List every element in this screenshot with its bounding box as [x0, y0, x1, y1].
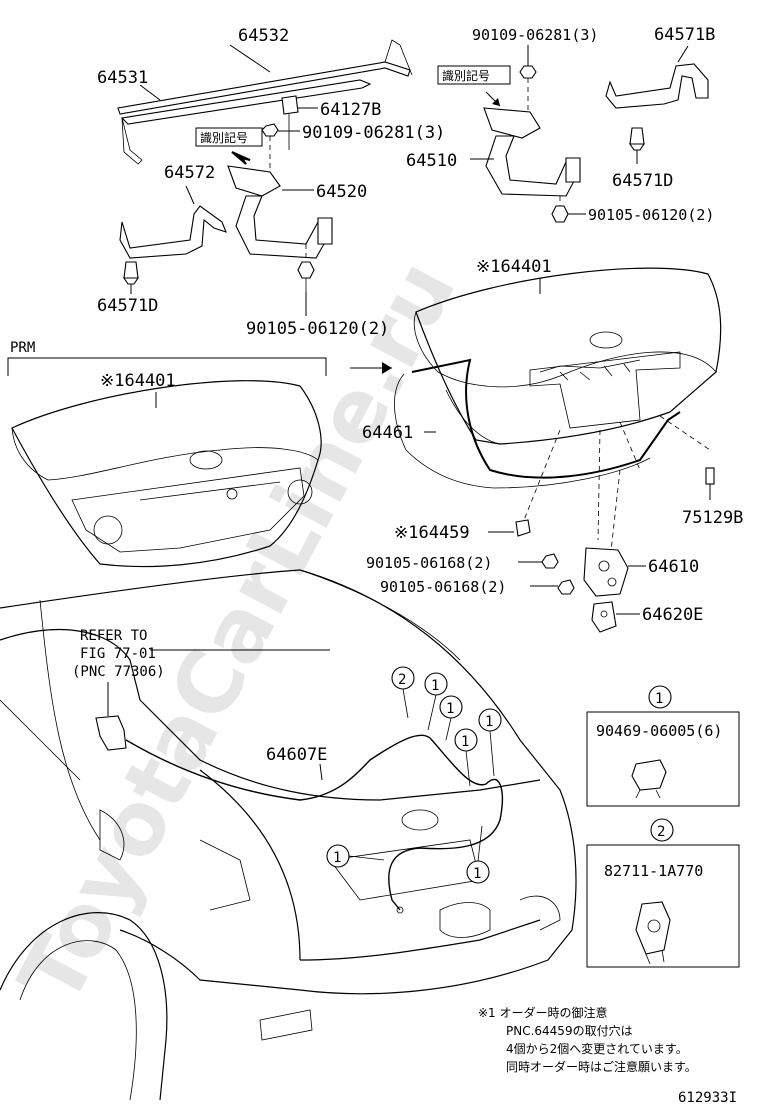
footnote-line1: ※1 オーダー時の御注意: [478, 1005, 608, 1020]
car-body: [0, 569, 577, 1101]
label-64510: 64510: [406, 151, 457, 171]
svg-text:1: 1: [431, 678, 439, 694]
label-64620E: 64620E: [642, 605, 703, 625]
clip-64571D-left: [122, 261, 140, 285]
callout-1-f: 1: [466, 825, 490, 884]
detail-part-1: 90469-06005(6): [596, 722, 722, 740]
callout-1-e: 1: [326, 844, 385, 868]
torsion-bar-64531: [120, 79, 372, 165]
label-prm: PRM: [10, 340, 35, 356]
weatherstrip-64572: [119, 205, 227, 259]
callout-1-a: 1: [424, 672, 448, 731]
clip-64127B: [281, 95, 299, 150]
bumper-164459: [515, 519, 531, 537]
trunk-lid-prm: [11, 380, 322, 568]
label-90105-right: 90105-06120(2): [588, 206, 714, 224]
label-64571D-left: 64571D: [97, 296, 158, 316]
svg-text:1: 1: [473, 866, 481, 882]
lock-64610: [583, 547, 629, 597]
figure-id: 612933I: [678, 1090, 737, 1106]
svg-text:2: 2: [398, 672, 406, 688]
detail-box-2: 82711-1A770: [586, 844, 740, 968]
id-mark-box-right: [437, 65, 511, 85]
label-64532: 64532: [238, 26, 289, 46]
label-64607E: 64607E: [266, 745, 327, 765]
footnote-line4: 同時オーダー時はご注意願います。: [506, 1059, 697, 1074]
label-164401-left: ※164401: [100, 371, 176, 391]
detail-callout-1: 1: [648, 685, 672, 709]
striker-64620E: [591, 601, 617, 633]
svg-text:2: 2: [657, 824, 665, 840]
footnote-line2: PNC.64459の取付穴は: [506, 1023, 633, 1038]
refer-line1: REFER TO: [80, 628, 147, 644]
label-64571B: 64571B: [654, 25, 715, 45]
hinge-64510: [483, 107, 581, 197]
refer-line2: FIG 77-01: [80, 646, 156, 662]
label-64461: 64461: [362, 423, 413, 443]
id-mark-right: 識別記号: [442, 68, 490, 83]
label-164401-right: ※164401: [476, 257, 552, 277]
bolt-90105-right: [551, 196, 569, 223]
watermark: ToyotaCarLine.ru: [0, 245, 475, 1020]
bolt-90105-06168-a: [541, 553, 559, 569]
detail-part-2: 82711-1A770: [604, 862, 703, 880]
svg-text:1: 1: [655, 691, 663, 707]
label-164459: ※164459: [394, 523, 470, 543]
id-mark-left: 識別記号: [200, 130, 248, 145]
callout-1-c: 1: [454, 728, 478, 787]
bolt-90105-06168-b: [557, 579, 575, 595]
cable-64607E: [125, 734, 503, 914]
bolt-90109-right: [519, 65, 537, 118]
footnote-line3: 4個から2個へ変更されています。: [506, 1041, 688, 1056]
svg-text:1: 1: [485, 714, 493, 730]
clip-75129B: [705, 467, 715, 485]
clip-64571D-right: [628, 127, 646, 151]
opener-lever: [95, 715, 127, 751]
bolt-90105-left: [297, 240, 315, 292]
label-64520: 64520: [316, 182, 367, 202]
hinge-64520: [227, 165, 333, 259]
svg-text:1: 1: [461, 734, 469, 750]
torsion-bar-64532: [117, 39, 413, 115]
prm-bracket: [7, 357, 327, 376]
refer-line3: (PNC 77306): [72, 664, 165, 680]
label-90105-left: 90105-06120(2): [246, 319, 389, 339]
label-64571D-right: 64571D: [612, 171, 673, 191]
label-64531: 64531: [97, 68, 148, 88]
weatherstrip-64571B: [605, 63, 709, 109]
label-64610: 64610: [648, 557, 699, 577]
detail-callout-2: 2: [650, 818, 674, 842]
callout-1-b: 1: [439, 695, 463, 741]
id-mark-box-left: [195, 127, 263, 147]
label-64127B: 64127B: [320, 100, 381, 120]
svg-text:1: 1: [333, 850, 341, 866]
detail-box-1: 90469-06005(6): [586, 711, 740, 807]
label-90109-left: 90109-06281(3): [302, 123, 445, 143]
label-90105-06168-b: 90105-06168(2): [380, 578, 506, 596]
callout-1-d: 1: [478, 708, 502, 777]
label-90105-06168-a: 90105-06168(2): [366, 554, 492, 572]
label-75129B: 75129B: [682, 508, 743, 528]
label-64572: 64572: [164, 163, 215, 183]
label-90109-right: 90109-06281(3): [472, 26, 598, 44]
weatherstrip-64461: [394, 358, 681, 489]
svg-text:1: 1: [446, 701, 454, 717]
callout-2-main: 2: [391, 666, 415, 719]
